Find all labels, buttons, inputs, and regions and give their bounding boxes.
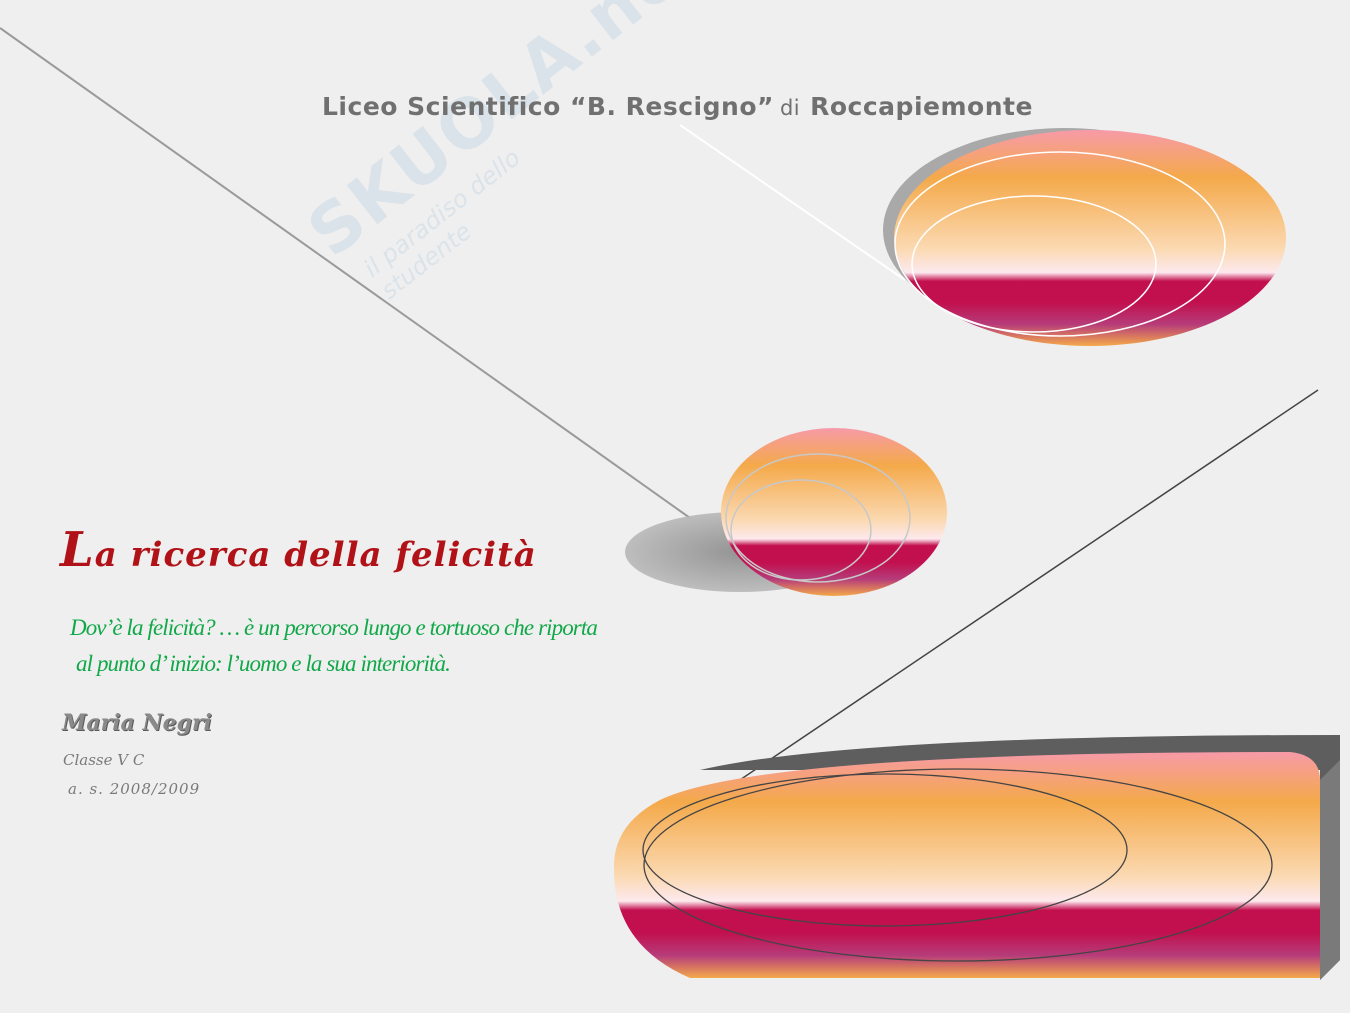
top-ellipse <box>883 128 1286 346</box>
school-connector: di <box>779 96 801 120</box>
diagonal-line <box>0 27 691 519</box>
title-rest: a ricerca della felicità <box>94 535 537 575</box>
school-header: Liceo Scientifico “B. Rescigno”di Roccapi… <box>322 92 1033 121</box>
middle-ellipse <box>625 428 947 596</box>
author-class: Classe V C <box>63 751 145 769</box>
title-initial: L <box>60 522 95 578</box>
school-name: Liceo Scientifico “B. Rescigno” <box>322 92 774 121</box>
page-title: La ricerca della felicità <box>60 526 537 575</box>
subtitle-line-2: al punto d’ inizio: l’uomo e la sua inte… <box>76 651 451 676</box>
diagonal-line <box>724 389 1319 791</box>
subtitle-line-1: Dov’è la felicità? … è un percorso lungo… <box>70 615 598 640</box>
school-place: Roccapiemonte <box>810 92 1033 121</box>
subtitle: Dov’è la felicità? … è un percorso lungo… <box>70 610 670 682</box>
bottom-shape <box>613 735 1340 980</box>
author-name: Maria Negri <box>62 710 212 736</box>
school-year: a. s. 2008/2009 <box>68 780 201 798</box>
diagonal-line <box>679 124 906 281</box>
